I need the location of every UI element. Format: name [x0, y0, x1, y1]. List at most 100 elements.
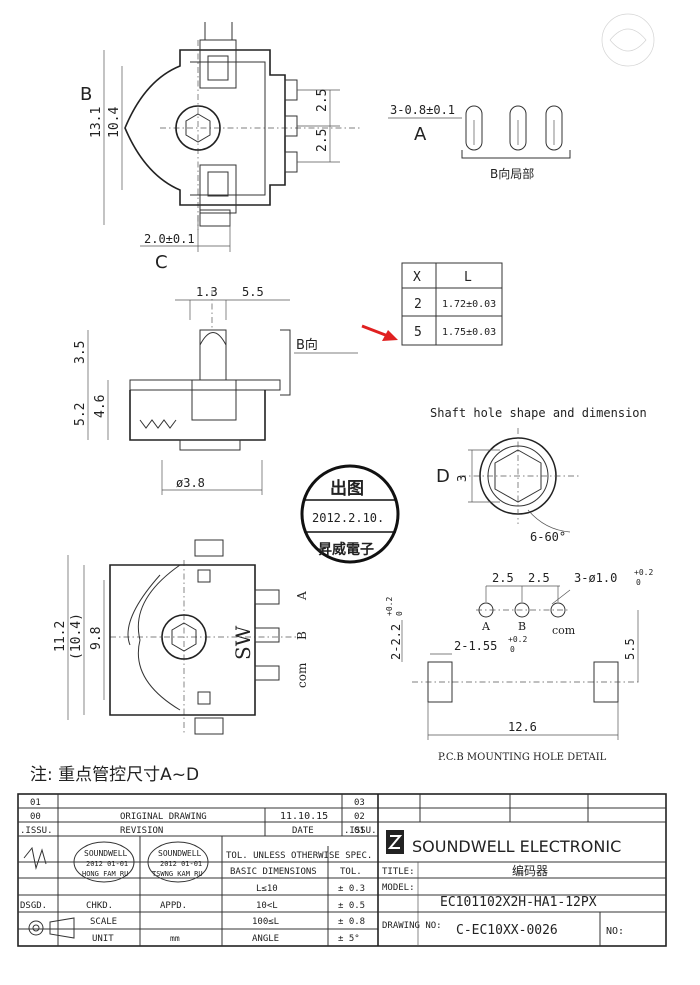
pin-com: com [295, 662, 309, 688]
drawing-value: C-EC10XX-0026 [456, 923, 558, 938]
dim-diameter: ø3.8 [176, 476, 205, 490]
table-row-1-x: 2 [414, 297, 422, 312]
pcb-tol-slot-plus: +0.2 [508, 635, 527, 644]
stamp-line-2: 2012.2.10. [312, 511, 384, 525]
tol-row-2-dim: 10<L [256, 901, 278, 911]
stamp-line-1: 出图 [330, 478, 364, 499]
pin-b: B [295, 631, 309, 640]
table-header-x: X [413, 270, 421, 285]
front-dim-11-2: 11.2 [53, 621, 68, 652]
detail-a-pins [388, 105, 571, 159]
table-row-1-l: 1.72±0.03 [442, 299, 496, 310]
tol-row-3-dim: 100≤L [252, 917, 279, 927]
col-revision: REVISION [120, 826, 163, 836]
pcb-tol-2-2-minus: 0 [395, 611, 404, 616]
pcb-dim-2-2: 2-2.2 [389, 624, 403, 660]
stamp-a-line3: HONG FAM RU [82, 870, 128, 878]
drawing-label: DRAWING NO: [382, 921, 442, 931]
pcb-caption: P.C.B MOUNTING HOLE DETAIL [438, 752, 607, 763]
col-issu: .ISSU. [20, 826, 53, 836]
col-date: DATE [292, 826, 314, 836]
tol-title: TOL. UNLESS OTHERWISE SPEC. [226, 851, 372, 861]
tol-col: TOL. [340, 867, 362, 877]
pcb-dim-12-6: 12.6 [508, 720, 537, 734]
title-block-grid [17, 793, 667, 947]
tol-row-3-tol: ± 0.8 [338, 917, 365, 927]
unit-value: mm [170, 934, 180, 943]
num-01: 01 [354, 826, 365, 836]
shaft-dim-angle: 6-60° [530, 530, 566, 544]
side-view [87, 290, 291, 495]
dim-2-0: 2.0±0.1 [144, 232, 195, 246]
label-chkd: CHKD. [86, 901, 113, 911]
shaft-title: Shaft hole shape and dimension [430, 406, 647, 420]
label-appd: APPD. [160, 901, 187, 911]
dim-2-5-lower: 2.5 [315, 129, 330, 152]
tol-row-1-tol: ± 0.3 [338, 884, 365, 894]
num-03: 03 [354, 798, 365, 808]
detail-a-caption: B向局部 [490, 166, 534, 181]
rev-00-date: 11.10.15 [280, 811, 328, 822]
table-header-l: L [464, 270, 472, 285]
pcb-dim-5-5: 5.5 [623, 638, 637, 660]
pcb-tol-slot-minus: 0 [510, 645, 515, 654]
pcb-dim-2-5a: 2.5 [492, 571, 514, 585]
front-dim-10-4: (10.4) [69, 613, 84, 660]
label-dsgd: DSGD. [20, 901, 47, 911]
pcb-tol-holes-plus: +0.2 [634, 568, 653, 577]
label-scale: SCALE [90, 917, 117, 927]
tol-row-2-tol: ± 0.5 [338, 901, 365, 911]
pcb-dim-2-5b: 2.5 [528, 571, 550, 585]
note-text: 注: 重点管控尺寸A~D [30, 765, 199, 785]
pcb-dim-holes: 3-ø1.0 [574, 571, 617, 585]
dim-13-1: 13.1 [89, 107, 104, 138]
model-label: MODEL: [382, 883, 415, 893]
col-issu-2: .ISSU. [344, 826, 377, 836]
tol-row-1-dim: L≤10 [256, 884, 278, 894]
title-label: TITLE: [382, 867, 415, 877]
front-dim-9-8: 9.8 [89, 627, 104, 650]
shaft-dim-3: 3 [455, 475, 469, 482]
model-value: EC101102X2H-HA1-12PX [440, 895, 597, 910]
dim-10-4: 10.4 [107, 107, 122, 138]
dim-4-6: 4.6 [93, 395, 108, 418]
dim-5-2: 5.2 [73, 403, 88, 426]
pcb-tol-2-2-plus: +0.2 [385, 597, 394, 616]
num-02: 02 [354, 812, 365, 822]
title-value: 编码器 [512, 863, 548, 878]
dim-3-5: 3.5 [73, 341, 88, 364]
label-b-dir: B向 [296, 337, 318, 353]
pcb-layout [401, 585, 640, 740]
detail-a-dim: 3-0.8±0.1 [390, 103, 455, 117]
stamp-line-3: 昇威電子 [318, 541, 374, 558]
label-sw: SW [231, 625, 255, 660]
stamp-b-line3: TSWNG KAM RU [152, 870, 203, 878]
rev-01: 01 [30, 798, 41, 808]
table-row-2-x: 5 [414, 325, 422, 340]
pcb-tol-holes-minus: 0 [636, 578, 641, 587]
release-stamp [300, 464, 400, 564]
stamp-b-line1: SOUNDWELL [158, 849, 202, 858]
x-l-table [401, 262, 503, 346]
dim-5-5: 5.5 [242, 285, 264, 299]
shaft-label-d: D [436, 466, 450, 487]
front-view [67, 539, 300, 735]
red-arrow-icon [361, 324, 398, 341]
label-c: C [155, 252, 168, 273]
stamp-a-line1: SOUNDWELL [84, 849, 128, 858]
table-row-2-l: 1.75±0.03 [442, 327, 496, 338]
tol-row-4-tol: ± 5° [338, 934, 360, 944]
pcb-dim-slot: 2-1.55 [454, 639, 497, 653]
company-name: SOUNDWELL ELECTRONIC [412, 837, 621, 856]
pcb-hole-com: com [552, 624, 576, 637]
detail-a-label: A [414, 124, 427, 145]
rev-00-desc: ORIGINAL DRAWING [120, 812, 207, 822]
no-label: NO: [606, 926, 624, 937]
dim-2-5-upper: 2.5 [315, 89, 330, 112]
pcb-hole-b: B [518, 620, 526, 633]
rev-00: 00 [30, 812, 41, 822]
basic-dims: BASIC DIMENSIONS [230, 867, 317, 877]
tol-row-4-dim: ANGLE [252, 934, 279, 944]
label-b: B [80, 84, 92, 105]
